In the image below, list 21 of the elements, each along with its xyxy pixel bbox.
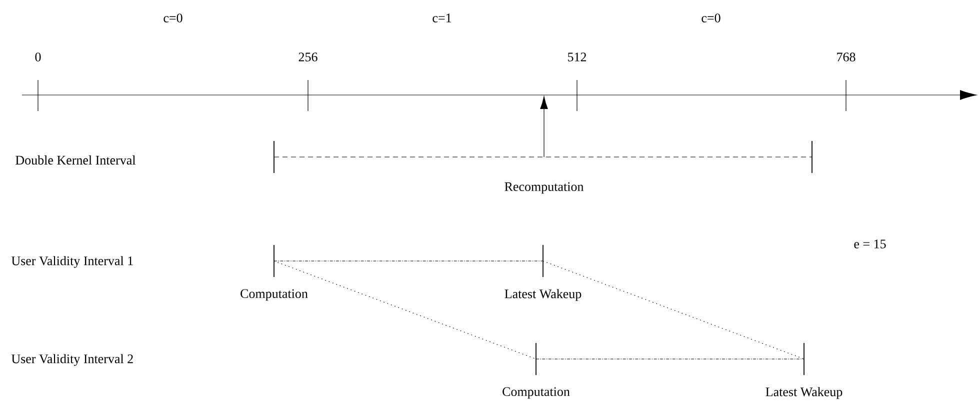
bound-label: Latest Wakeup <box>504 289 582 301</box>
parameter-label: e = 15 <box>854 240 886 248</box>
row-label: User Validity Interval 1 <box>11 256 133 268</box>
interval-line <box>536 358 804 360</box>
region-label: c=1 <box>432 14 452 22</box>
dashed-line <box>274 156 812 158</box>
row-label: Double Kernel Interval <box>16 155 136 165</box>
tick-label: 512 <box>568 52 586 62</box>
region-label: c=0 <box>702 14 720 22</box>
bound-label: Computation <box>240 289 308 301</box>
event-label: Recomputation <box>504 182 584 194</box>
dotted-line <box>542 260 804 360</box>
interval-line <box>274 260 544 262</box>
dotted-line <box>274 260 536 360</box>
tick-label: 0 <box>35 52 41 62</box>
row-label: User Validity Interval 2 <box>11 354 133 366</box>
bound-label: Computation <box>502 387 570 399</box>
tick-label: 768 <box>837 52 856 62</box>
region-label: c=0 <box>164 14 182 22</box>
tick-label: 256 <box>298 52 318 62</box>
bound-label: Latest Wakeup <box>766 387 842 399</box>
